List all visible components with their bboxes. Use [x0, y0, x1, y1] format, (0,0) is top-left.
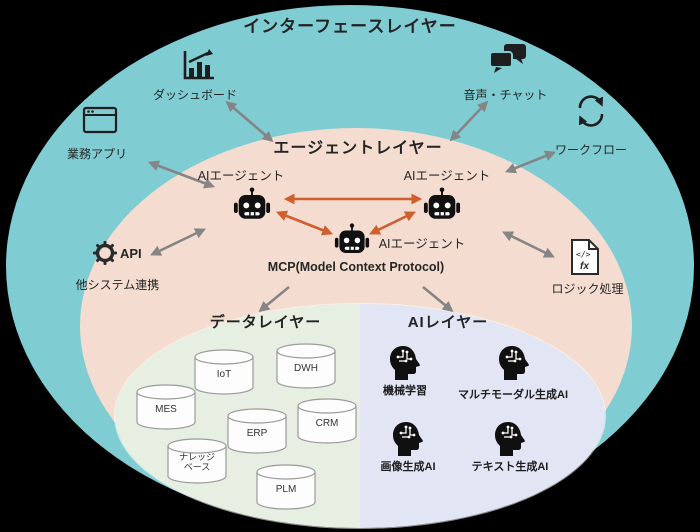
ai-layer-title: AIレイヤー	[407, 314, 489, 331]
api-label: API	[120, 246, 142, 261]
database-cylinder-knowledge-base: ナレッジ ベース	[166, 438, 228, 484]
db-label: ナレッジ ベース	[178, 452, 215, 473]
bar-chart-icon	[183, 49, 214, 80]
app-window-icon	[82, 106, 118, 134]
db-label: ERP	[246, 428, 268, 439]
agent-layer-title: エージェントレイヤー	[273, 140, 443, 157]
db-label: IoT	[216, 369, 232, 380]
dashboard-label: ダッシュボード	[152, 88, 237, 102]
api-sub-label: 他システム連携	[75, 278, 160, 292]
agent-link-arrows	[275, 193, 423, 236]
chat-bubbles-icon	[489, 44, 526, 73]
interface-layer-title: インターフェースレイヤー	[243, 17, 457, 36]
ai-agent-1-label: AIエージェント	[197, 169, 285, 183]
workflow-cycle-icon	[578, 95, 604, 127]
svg-text:fx: fx	[580, 261, 589, 272]
robot-icon	[423, 187, 461, 219]
robot-icon	[334, 223, 370, 253]
logic-doc-icon: </> fx	[571, 239, 599, 275]
db-label: DWH	[294, 363, 318, 374]
database-cylinder-crm: CRM	[296, 398, 358, 444]
mcp-protocol-label: MCP(Model Context Protocol)	[267, 260, 445, 274]
database-cylinder-iot: IoT	[193, 349, 255, 395]
ai-layer-region	[360, 304, 605, 528]
database-cylinder-erp: ERP	[226, 408, 288, 454]
workflow-label: ワークフロー	[554, 143, 627, 157]
db-label: PLM	[275, 484, 297, 495]
machine-learning-label: 機械学習	[383, 385, 427, 397]
ai-head-circuit-icon	[495, 422, 525, 456]
db-label: CRM	[315, 418, 339, 429]
ai-agent-3-label: AIエージェント	[378, 237, 466, 251]
ai-head-circuit-icon	[499, 346, 529, 380]
svg-text:</>: </>	[576, 250, 591, 259]
db-label: MES	[155, 404, 177, 415]
image-gen-ai-label: 画像生成AI	[380, 461, 436, 473]
ai-head-circuit-icon	[390, 346, 420, 380]
text-gen-ai-label: テキスト生成AI	[471, 461, 549, 473]
logic-label: ロジック処理	[551, 282, 624, 296]
database-cylinder-dwh: DWH	[275, 343, 337, 389]
robot-icon	[233, 187, 271, 219]
gear-icon	[93, 241, 117, 265]
data-layer-title: データレイヤー	[209, 314, 322, 331]
multimodal-gen-ai-label: マルチモーダル生成AI	[458, 389, 568, 401]
ai-head-circuit-icon	[393, 422, 423, 456]
database-cylinder-plm: PLM	[255, 464, 317, 510]
database-cylinder-mes: MES	[135, 384, 197, 430]
business-app-label: 業務アプリ	[66, 147, 127, 161]
gray-connectors	[147, 100, 557, 313]
voice-chat-label: 音声・チャット	[463, 88, 548, 102]
ai-agent-2-label: AIエージェント	[403, 169, 491, 183]
